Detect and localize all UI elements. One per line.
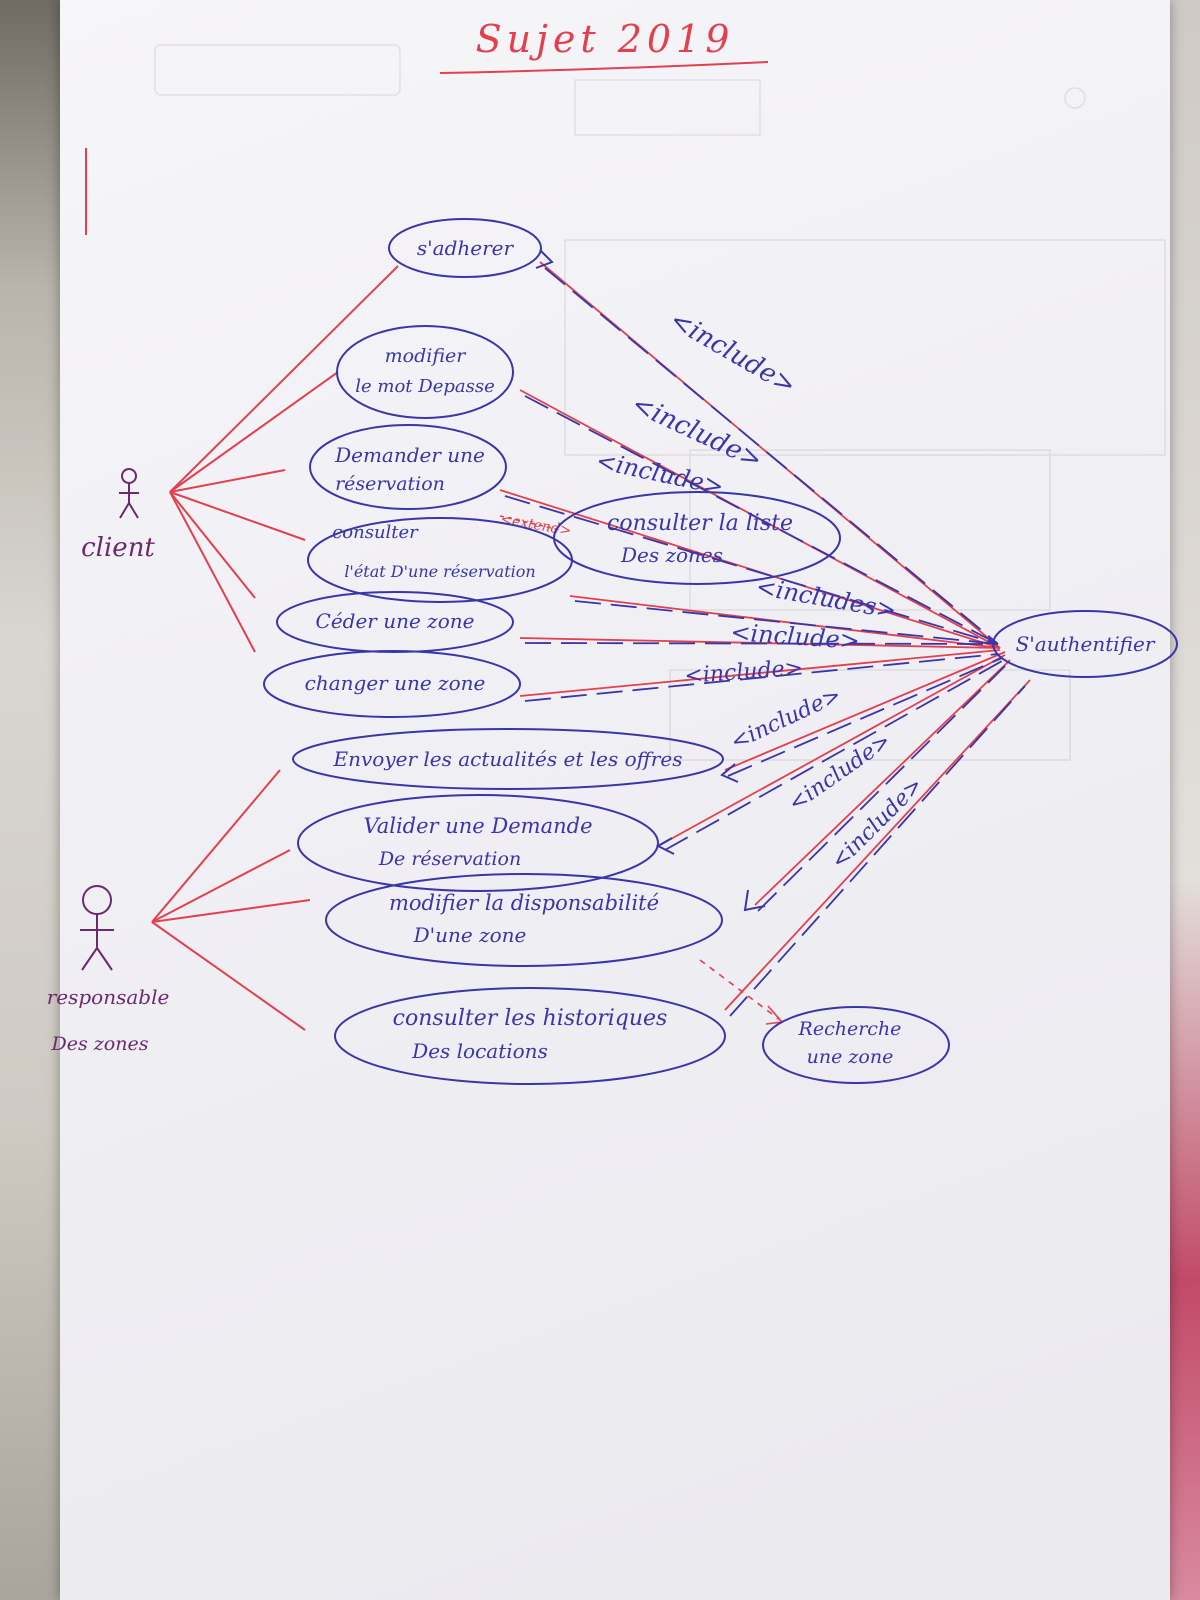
use-case-consulter-liste: consulter la liste [607, 511, 793, 536]
include-label-1: <include> [665, 305, 802, 401]
use-case-demander-reservation-line2: réservation [335, 473, 445, 495]
use-case-consulter-historique-ellipse [334, 987, 726, 1085]
use-case-demander-reservation-ellipse [309, 424, 507, 510]
use-case-consulter-etat-line2: l'état D'une réservation [344, 562, 535, 581]
actor-responsable-label-line2: Des zones [51, 1033, 149, 1055]
paper-sheet [60, 0, 1170, 1600]
use-case-authentifier-ellipse [992, 610, 1178, 678]
include-label-5: <include> [730, 618, 861, 655]
actor-responsable-label: responsable [47, 985, 170, 1009]
use-case-consulter-etat-ellipse [307, 517, 573, 603]
include-lines-blue [504, 267, 1026, 1017]
use-case-rechercher-zone-line2: une zone [807, 1046, 894, 1068]
use-case-authentifier: S'authentifier [1016, 632, 1156, 656]
use-case-valider-demande-ellipse [297, 794, 659, 892]
use-case-envoyer-actualites: Envoyer les actualités et les offres [333, 747, 683, 771]
use-case-modifier-dispo-line2: D'une zone [413, 923, 527, 947]
page-title: Sujet 2019 [476, 17, 735, 61]
use-case-adherer-ellipse [388, 218, 542, 278]
actor-client-label: client [81, 533, 155, 563]
use-case-valider-demande: Valider une Demande [363, 814, 592, 838]
use-case-rechercher-zone-ellipse [762, 1006, 950, 1084]
use-case-envoyer-actualites-ellipse [292, 728, 724, 790]
use-case-consulter-historique: consulter les historiques [393, 1006, 668, 1031]
use-case-rechercher-zone: Recherche [798, 1018, 902, 1040]
use-case-modifier-mdp-line2: le mot Depasse [355, 376, 494, 397]
use-case-shapes [263, 218, 1178, 1085]
use-case-modifier-dispo-ellipse [325, 873, 723, 967]
use-case-consulter-etat: consulter [332, 522, 419, 543]
actor-client [119, 468, 139, 519]
use-case-changer-zone-ellipse [263, 650, 521, 718]
include-label-6: <include> [684, 656, 804, 689]
use-case-adherer: s'adherer [417, 236, 515, 260]
use-case-modifier-dispo: modifier la disponsabilité [389, 891, 659, 915]
actor-client-head [121, 468, 137, 484]
title-group: Sujet 2019 [439, 17, 769, 74]
use-case-modifier-mdp-ellipse [336, 325, 514, 419]
actor-responsable [80, 885, 114, 971]
use-case-changer-zone: changer une zone [305, 671, 486, 695]
use-case-consulter-liste-line2: Des zones [620, 543, 723, 567]
use-case-valider-demande-line2: De réservation [378, 848, 521, 870]
use-case-ceder-zone: Céder une zone [316, 609, 475, 633]
title-underline [439, 61, 769, 74]
use-case-modifier-mdp: modifier [385, 345, 468, 367]
show-through [154, 44, 1166, 761]
use-case-labels: s'adherer modifier le mot Depasse Demand… [305, 236, 1156, 1068]
responsable-associations [151, 769, 311, 1031]
actor-responsable-head [82, 885, 112, 915]
client-associations [169, 265, 399, 653]
use-case-consulter-historique-line2: Des locations [411, 1039, 548, 1063]
use-case-demander-reservation: Demander une [334, 443, 485, 467]
